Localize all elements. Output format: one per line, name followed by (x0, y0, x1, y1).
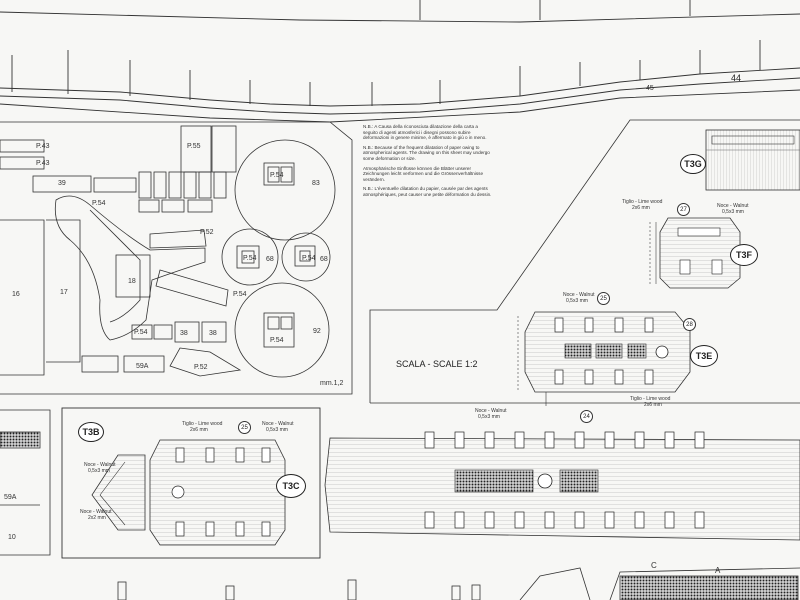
material-label: Noce - Walnut (84, 462, 116, 468)
part-label: 59A (136, 363, 149, 370)
part-label: P.54 (92, 200, 106, 207)
material-label: Noce - Walnut (717, 203, 749, 209)
part-label: 17 (60, 289, 68, 296)
strip-number-45: 45 (646, 85, 654, 92)
material-label: Noce - Walnut (262, 421, 294, 427)
part-label: P.54 (270, 172, 284, 179)
left-edge-piece (0, 409, 51, 556)
material-size: 2x2 mm (88, 515, 106, 521)
top-strips (0, 0, 800, 123)
piece-badge-t3b: T3B (78, 422, 104, 442)
bottom-fragments (117, 567, 800, 600)
note-italian: N.B.: A Causa della riconosciuta dilataz… (363, 124, 487, 141)
pattern-sheet (0, 121, 353, 395)
material-size: 0,5x3 mm (266, 427, 288, 433)
piece-badge-t3e: T3E (690, 345, 718, 367)
material-size: 0,5x3 mm (722, 209, 744, 215)
part-label: 92 (313, 328, 321, 335)
note-german: Atmosphärische Einflüsse können die Blät… (363, 165, 484, 182)
note-english: N.B.: Because of the frequent dilatation… (363, 144, 490, 161)
part-label: 59A (4, 494, 17, 501)
section-label-a: A (715, 566, 721, 575)
part-label: 39 (58, 180, 66, 187)
part-label: 68 (266, 256, 274, 263)
part-label: 16 (12, 291, 20, 298)
piece-t3f (649, 217, 741, 289)
part-label: 68 (320, 256, 328, 263)
material-label: Noce - Walnut (80, 509, 112, 515)
part-label: P.43 (36, 160, 50, 167)
part-label: 10 (8, 534, 16, 541)
material-size: 0,5x3 mm (478, 414, 500, 420)
main-deck (324, 431, 800, 541)
piece-t3e (517, 311, 691, 406)
part-label: 38 (180, 330, 188, 337)
part-label: P.55 (187, 143, 201, 150)
part-number-25: 25 (238, 421, 251, 434)
part-number-24: 24 (580, 410, 593, 423)
part-label: 18 (128, 278, 136, 285)
part-label: P.54 (233, 291, 247, 298)
part-label: P.54 (270, 337, 284, 344)
material-label: Tiglio - Lime wood (622, 199, 663, 205)
material-size: 2x6 mm (632, 205, 650, 211)
part-number-27: 27 (677, 203, 690, 216)
part-label: P.54 (243, 255, 257, 262)
strip-number-44: 44 (731, 73, 742, 83)
part-label: P.52 (194, 364, 208, 371)
material-size: 2x6 mm (644, 402, 662, 408)
part-label: 83 (312, 180, 320, 187)
scale-panel (369, 119, 800, 404)
part-label: P.52 (200, 229, 214, 236)
material-size: 2x6 mm (190, 427, 208, 433)
scale-note: mm.1,2 (320, 380, 344, 387)
part-label: 38 (209, 330, 217, 337)
piece-badge-t3c: T3C (276, 474, 306, 498)
section-label-c: C (651, 561, 657, 570)
scale-label: SCALA - SCALE 1:2 (396, 359, 478, 369)
material-size: 0,5x3 mm (566, 298, 588, 304)
material-label: Noce - Walnut (563, 292, 595, 298)
piece-t3g (705, 129, 800, 191)
piece-badge-t3f: T3F (730, 244, 758, 266)
deformation-notes: N.B.: A Causa della riconosciuta dilataz… (363, 124, 493, 202)
material-label: Noce - Walnut (475, 408, 507, 414)
material-label: Tiglio - Lime wood (182, 421, 223, 427)
part-number-25: 25 (597, 292, 610, 305)
part-label: P.54 (302, 255, 316, 262)
lower-left-panel (61, 407, 321, 559)
part-number-28: 28 (683, 318, 696, 331)
material-size: 0,5x3 mm (88, 468, 110, 474)
note-french: N.B.: L'éventuelle dilatation du papier,… (363, 186, 492, 197)
material-label: Tiglio - Lime wood (630, 396, 671, 402)
part-label: P.43 (36, 143, 50, 150)
part-label: P.54 (134, 329, 148, 336)
piece-badge-t3g: T3G (680, 154, 706, 174)
